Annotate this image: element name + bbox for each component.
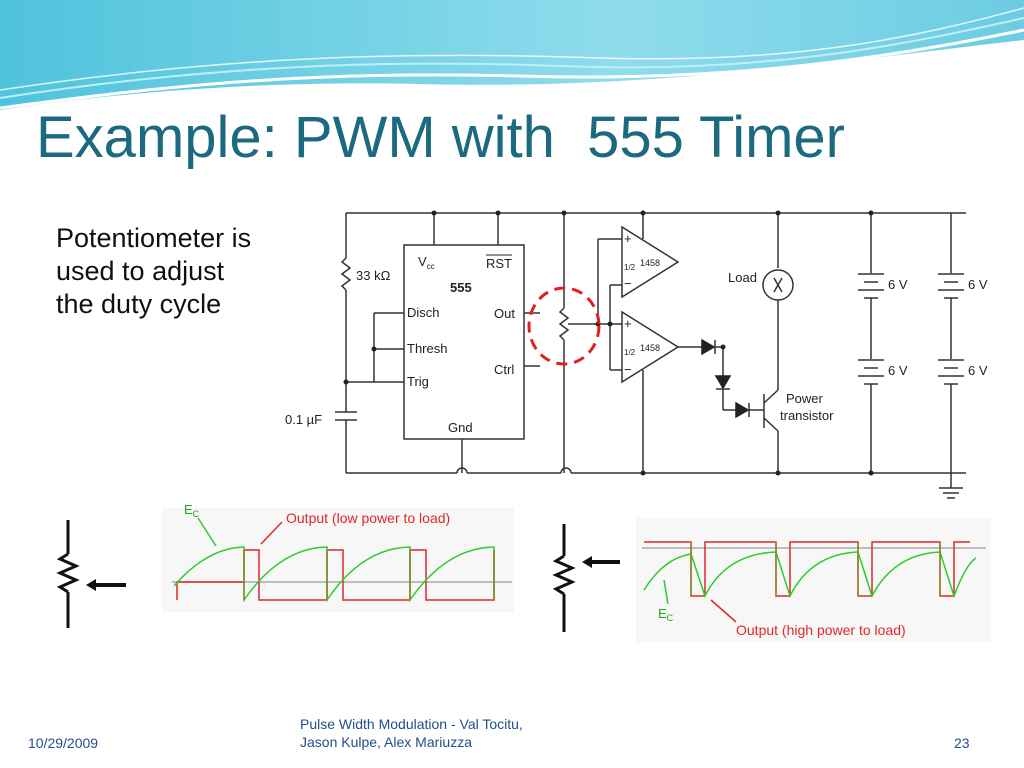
load-label: Load (728, 270, 757, 285)
footer-authors: Pulse Width Modulation - Val Tocitu, Jas… (300, 715, 523, 751)
opamp1-label: 1458 (640, 258, 660, 268)
waveform-low-power: EC Output (low power to load) (162, 502, 514, 612)
resistor-label: 33 kΩ (356, 268, 391, 283)
thresh-label: Thresh (407, 341, 447, 356)
opamp2-half: 1/2 (624, 348, 636, 357)
opamp2-minus: − (624, 362, 632, 377)
body-line: the duty cycle (56, 289, 222, 319)
transistor-label: transistor (780, 408, 834, 423)
rst-label: RST (486, 256, 512, 271)
gnd-label: Gnd (448, 420, 473, 435)
out-label: Out (494, 306, 515, 321)
battery-label: 6 V (888, 277, 908, 292)
potentiometer-highlight-circle (527, 286, 601, 366)
output-high-label: Output (high power to load) (736, 622, 906, 638)
footer-line: Pulse Width Modulation - Val Tocitu, (300, 716, 523, 732)
circuit-schematic: 33 kΩ 0.1 µF Vcc RST 555 Disch Thresh Tr… (285, 210, 988, 499)
disch-label: Disch (407, 305, 440, 320)
opamp1-plus: + (624, 231, 632, 246)
body-line: used to adjust (56, 256, 225, 286)
ic-name-label: 555 (450, 280, 472, 295)
waveform-high-power: EC Output (high power to load) (636, 518, 990, 642)
footer-date: 10/29/2009 (28, 735, 99, 751)
opamp2-plus: + (624, 316, 632, 331)
slide-title: Example: PWM with 555 Timer (36, 105, 845, 170)
opamp1-half: 1/2 (624, 263, 636, 272)
ec-label-low: EC (184, 502, 200, 519)
body-text: Potentiometer is used to adjust the duty… (56, 222, 251, 321)
capacitor-label: 0.1 µF (285, 412, 322, 427)
ec-label-high: EC (658, 606, 674, 623)
pot-high-panel (532, 512, 628, 646)
battery-label: 6 V (888, 363, 908, 378)
trig-label: Trig (407, 374, 429, 389)
opamp1-minus: − (624, 276, 632, 291)
battery-label: 6 V (968, 277, 988, 292)
power-label: Power (786, 391, 824, 406)
vcc-label: Vcc (418, 254, 435, 271)
body-line: Potentiometer is (56, 223, 252, 253)
opamp2-label: 1458 (640, 343, 660, 353)
page-number: 23 (954, 735, 970, 751)
footer-line: Jason Kulpe, Alex Mariuzza (300, 734, 472, 750)
pot-low-panel (36, 508, 134, 643)
ctrl-label: Ctrl (494, 362, 514, 377)
battery-label: 6 V (968, 363, 988, 378)
header-wave-banner (0, 0, 1024, 110)
output-low-label: Output (low power to load) (286, 510, 450, 526)
